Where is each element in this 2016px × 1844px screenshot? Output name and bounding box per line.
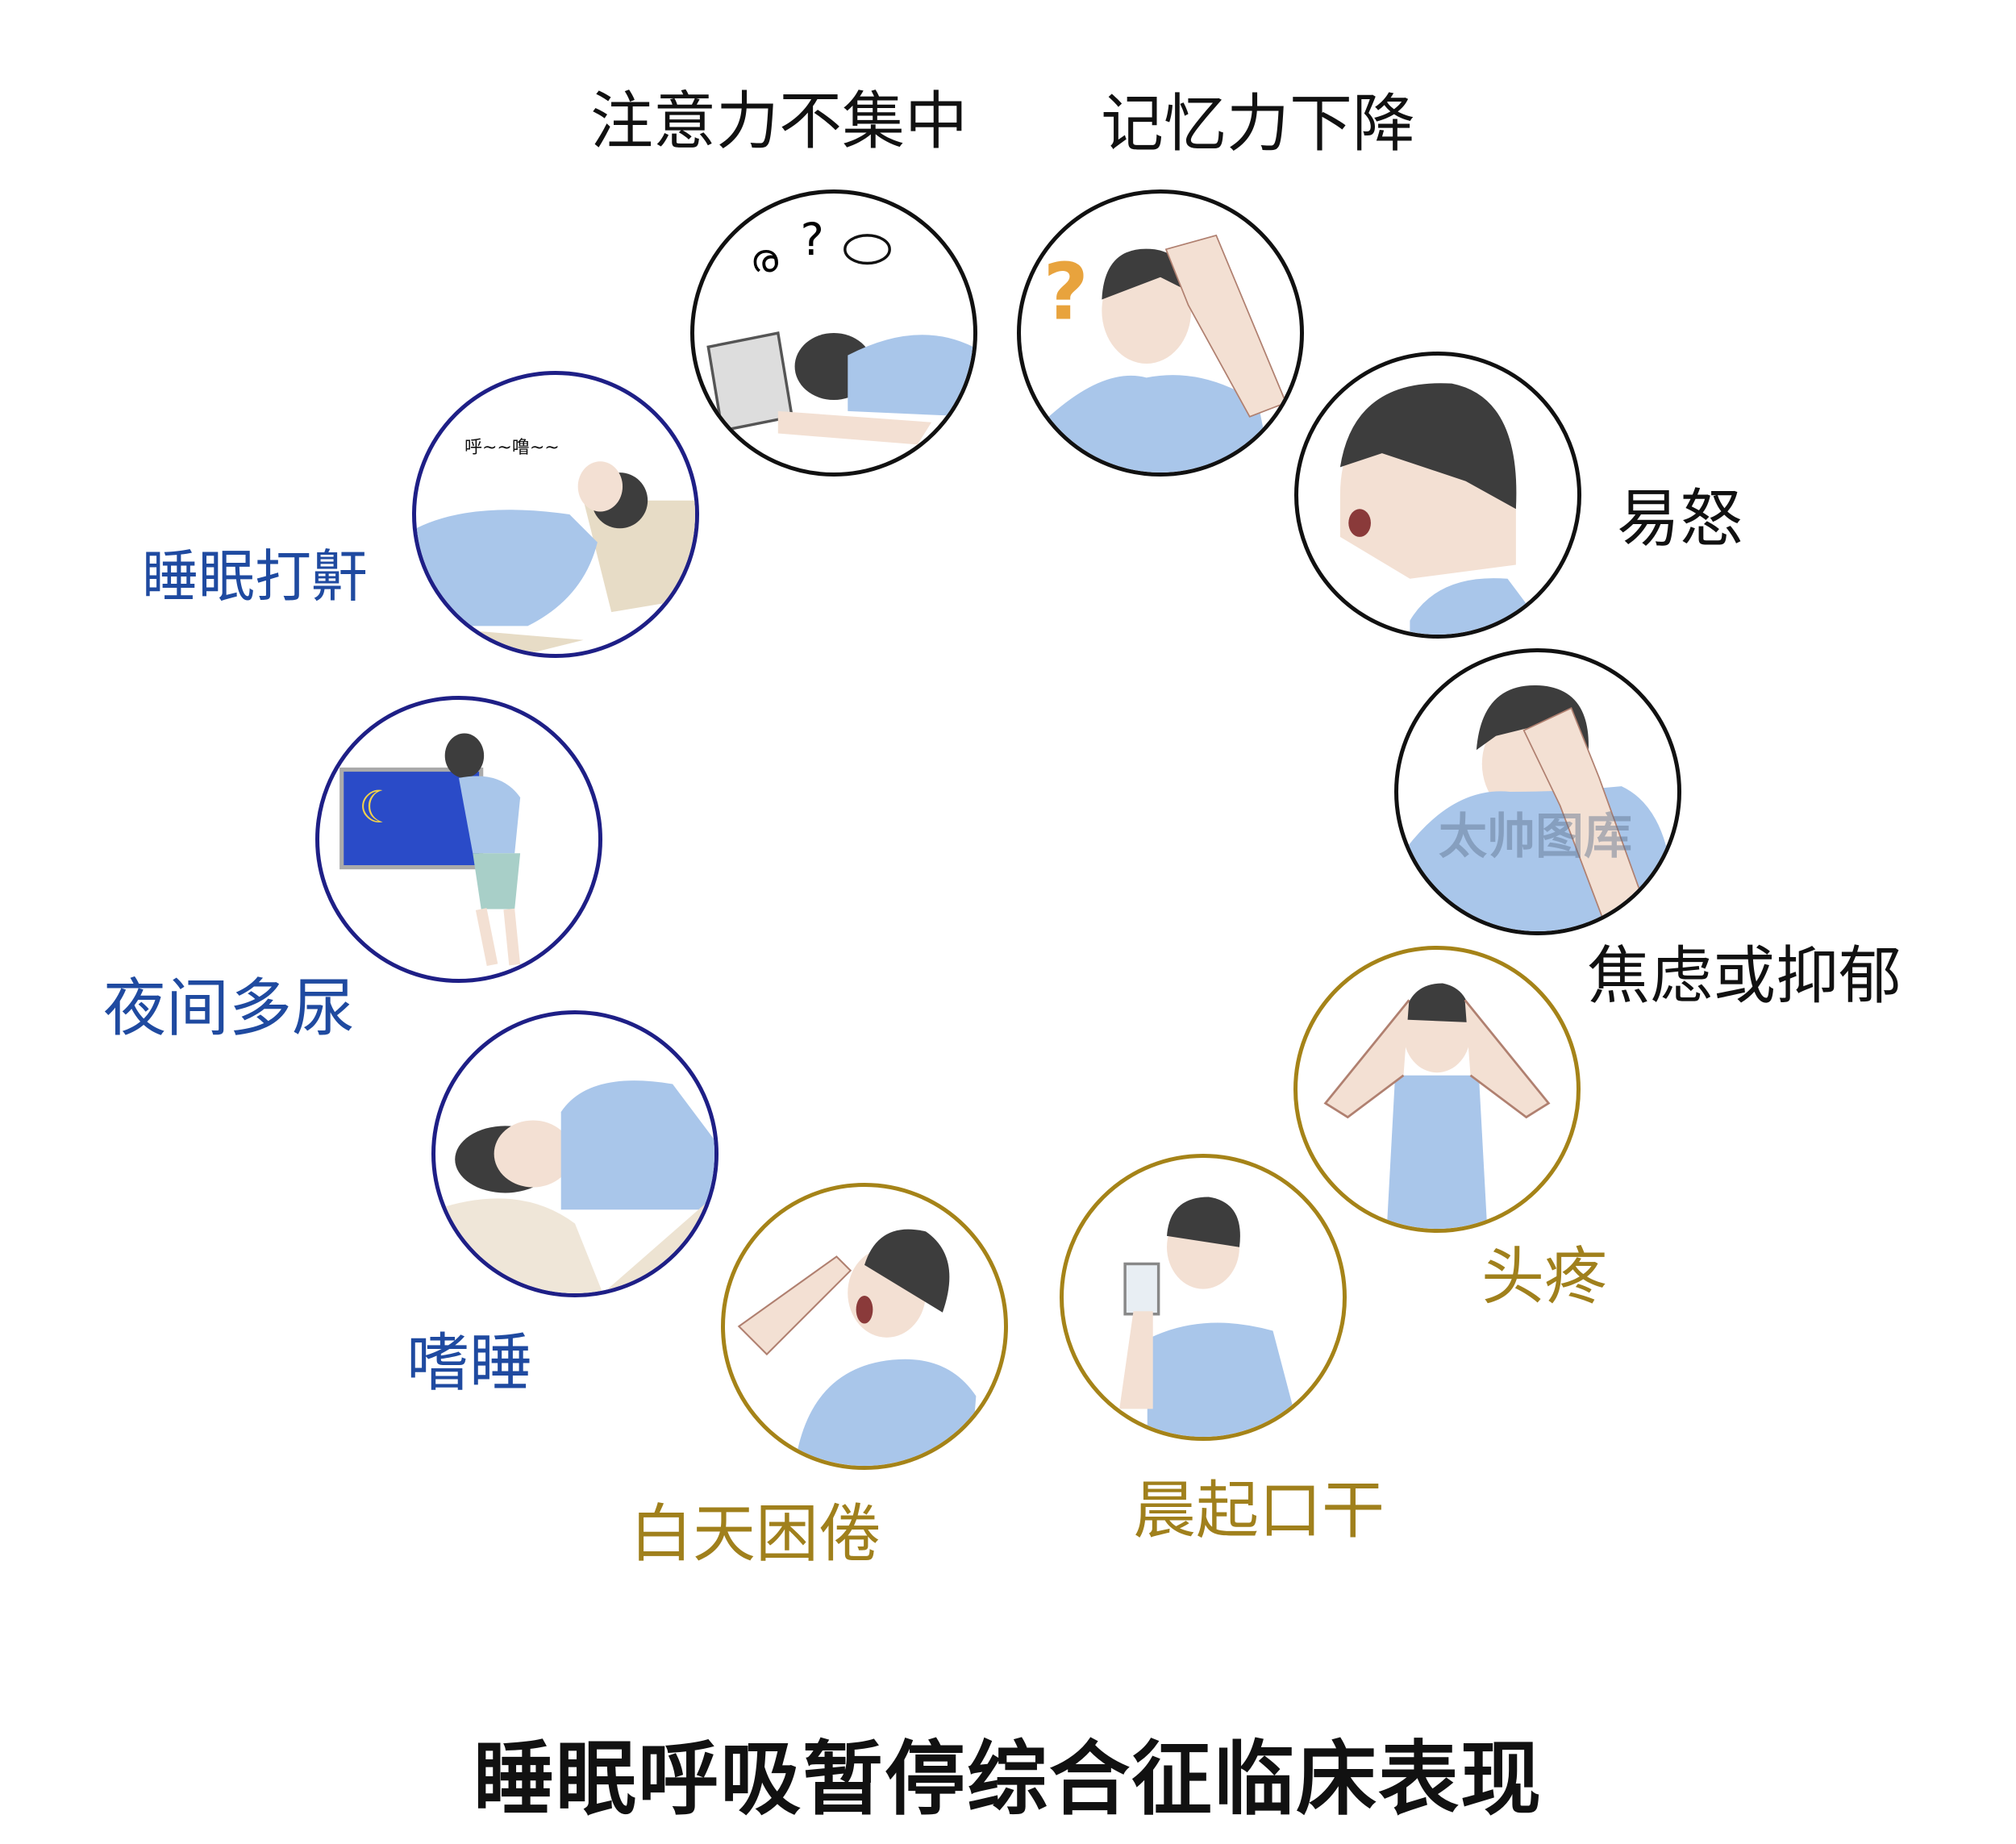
illustration-nocturia: ☾: [315, 696, 602, 983]
svg-text:?: ?: [1043, 247, 1089, 338]
label-nocturia: 夜间多尿: [103, 972, 356, 1045]
illustration-snoring: 呼~~噜~~: [412, 371, 699, 658]
label-dry-mouth: 晨起口干: [1133, 1475, 1385, 1547]
label-headache: 头疼: [1481, 1241, 1608, 1313]
label-memory-decline: 记忆力下降: [1101, 88, 1416, 160]
svg-text:☾: ☾: [358, 782, 398, 834]
label-irritability: 易怒: [1617, 483, 1743, 556]
illustration-irritable: [1294, 352, 1581, 639]
illustration-daytime-fatigue: [721, 1183, 1008, 1470]
page-title: 睡眠呼吸暂停综合征临床表现: [473, 1732, 1543, 1826]
label-drowsiness: 嗜睡: [406, 1327, 533, 1400]
snore-text: 呼~~噜~~: [464, 438, 560, 458]
label-anxiety-depression: 焦虑或抑郁: [1587, 940, 1902, 1013]
label-snoring: 睡眠打鼾: [142, 543, 368, 610]
label-daytime-fatigue: 白天困倦: [630, 1498, 882, 1571]
illustration-anxiety: 太帅图库: [1394, 648, 1681, 935]
svg-text:ര: ര: [750, 236, 778, 281]
svg-text:?: ?: [800, 214, 823, 266]
illustration-dry-mouth: [1060, 1154, 1347, 1441]
illustration-drowsiness: [431, 1010, 719, 1297]
label-inattention: 注意力不集中: [590, 85, 968, 158]
illustration-headache: [1293, 946, 1581, 1233]
illustration-distracted: ര?: [690, 189, 977, 477]
illustration-memory-decline: ?: [1017, 189, 1304, 477]
watermark: 太帅图库: [1439, 809, 1632, 865]
